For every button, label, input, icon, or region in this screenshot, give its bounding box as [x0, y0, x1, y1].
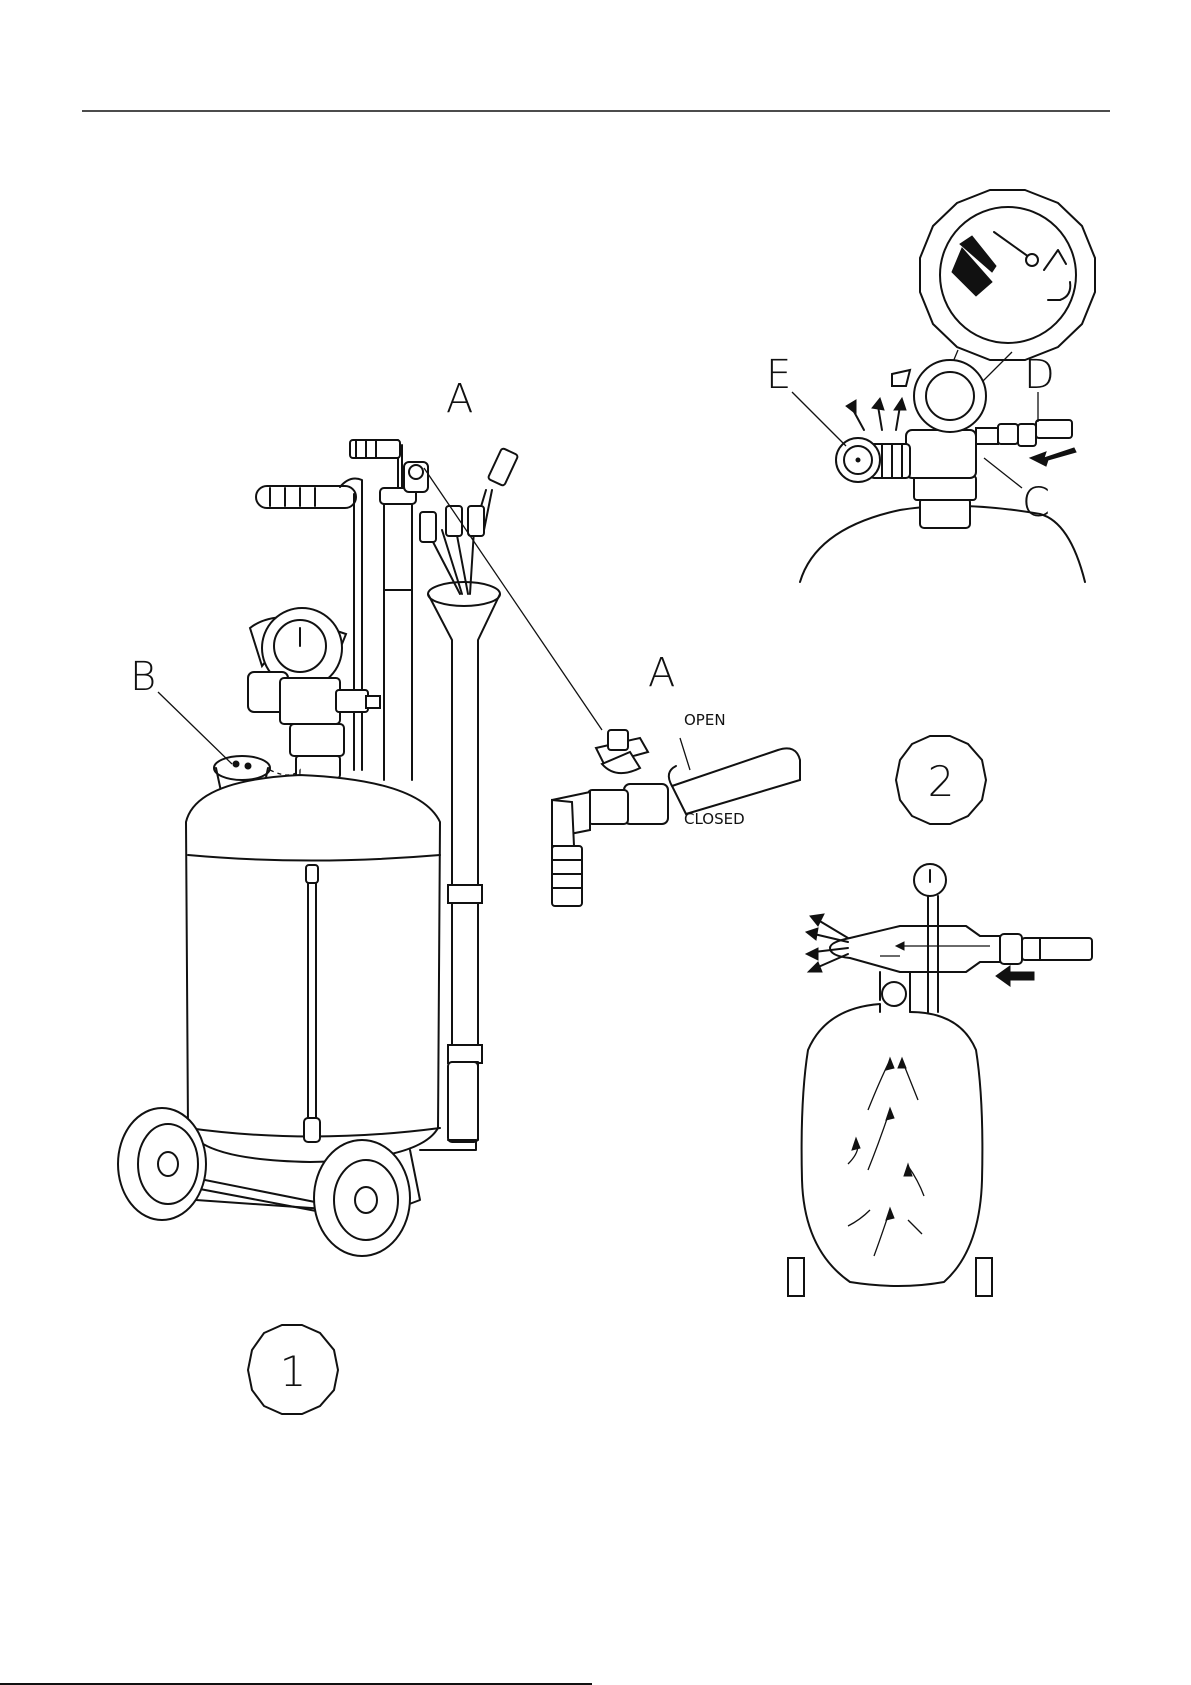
figure-1-drainer: A B 1: [118, 376, 602, 1414]
venturi-exhaust-arrows: [806, 914, 848, 972]
wheel-left: [118, 1108, 206, 1220]
tank-body: [186, 775, 440, 1162]
valve-body: [906, 430, 976, 478]
label-e: E: [766, 352, 791, 398]
label-closed: CLOSED: [684, 810, 745, 828]
label-d: D: [1024, 352, 1055, 398]
magnified-gauge: [920, 190, 1095, 360]
tank-gauge-head: [248, 608, 380, 778]
label-a-valve: A: [648, 650, 675, 696]
label-a-top: A: [446, 376, 473, 422]
leader-b: [158, 692, 232, 764]
figure-2-number: 2: [928, 757, 955, 806]
drain-valve-detail: A OPEN CLOSED: [552, 650, 800, 906]
figure-1-number: 1: [280, 1347, 307, 1396]
suction-probes: [420, 448, 518, 594]
flow-arrows: [848, 1058, 924, 1256]
venturi-schematic: [788, 864, 1092, 1296]
wheel-right: [314, 1140, 410, 1256]
label-c: C: [1022, 480, 1050, 526]
valve-a-top: [404, 462, 428, 492]
label-b: B: [130, 654, 156, 700]
figure-2-gauge-detail: E D C 2: [766, 190, 1095, 824]
exhaust-arrows: [846, 398, 906, 430]
inlet-arrow-2: [1030, 448, 1076, 466]
label-open: OPEN: [684, 711, 726, 729]
inlet-arrow-3: [996, 966, 1034, 986]
venturi-tank: [802, 1004, 983, 1286]
